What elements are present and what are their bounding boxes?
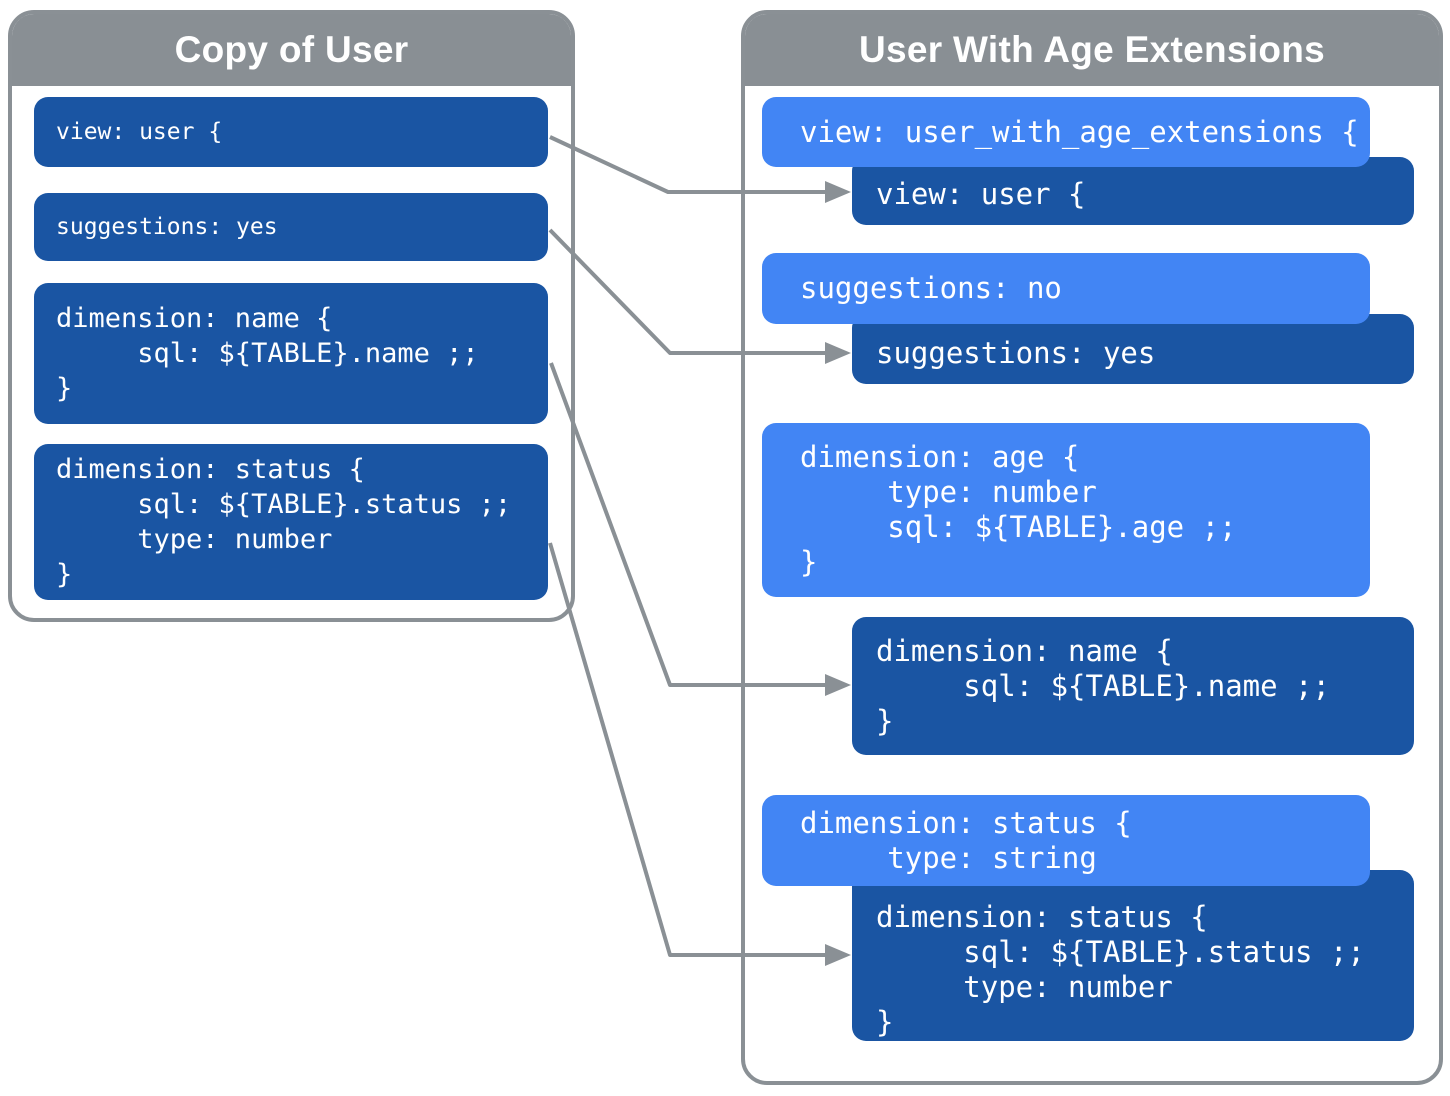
left-view-block: view: user { <box>34 97 548 167</box>
user-with-age-extensions-header: User With Age Extensions <box>745 14 1439 86</box>
left-dimension-name-block: dimension: name { sql: ${TABLE}.name ;; … <box>34 283 548 424</box>
right-extension-view-block: view: user_with_age_extensions { <box>762 97 1370 167</box>
left-dimension-status-block: dimension: status { sql: ${TABLE}.status… <box>34 444 548 600</box>
right-base-suggestions-code: suggestions: yes <box>876 335 1156 370</box>
left-view-code: view: user { <box>56 118 223 145</box>
right-extension-suggestions-code: suggestions: no <box>800 271 1062 305</box>
right-extension-suggestions-block: suggestions: no <box>762 253 1370 324</box>
left-suggestions-block: suggestions: yes <box>34 193 548 261</box>
copy-of-user-title: Copy of User <box>174 29 409 70</box>
right-base-status-code: dimension: status { sql: ${TABLE}.status… <box>876 899 1365 1039</box>
right-extension-view-code: view: user_with_age_extensions { <box>800 114 1359 149</box>
left-dimension-name-code: dimension: name { sql: ${TABLE}.name ;; … <box>56 303 479 404</box>
right-base-view-block: view: user { <box>852 157 1414 225</box>
user-with-age-extensions-title: User With Age Extensions <box>858 29 1326 70</box>
left-dimension-status-code: dimension: status { sql: ${TABLE}.status… <box>56 454 512 590</box>
right-extension-status-code: dimension: status { type: string <box>800 805 1132 875</box>
right-base-view-code: view: user { <box>876 176 1086 211</box>
right-extension-status-block: dimension: status { type: string <box>762 795 1370 886</box>
right-base-status-block: dimension: status { sql: ${TABLE}.status… <box>852 870 1414 1041</box>
right-extension-age-block: dimension: age { type: number sql: ${TAB… <box>762 423 1370 597</box>
copy-of-user-header: Copy of User <box>12 14 571 86</box>
right-extension-age-code: dimension: age { type: number sql: ${TAB… <box>800 440 1237 579</box>
right-base-name-code: dimension: name { sql: ${TABLE}.name ;; … <box>876 633 1330 738</box>
left-suggestions-code: suggestions: yes <box>56 213 278 240</box>
right-base-suggestions-block: suggestions: yes <box>852 314 1414 384</box>
right-base-name-block: dimension: name { sql: ${TABLE}.name ;; … <box>852 617 1414 755</box>
